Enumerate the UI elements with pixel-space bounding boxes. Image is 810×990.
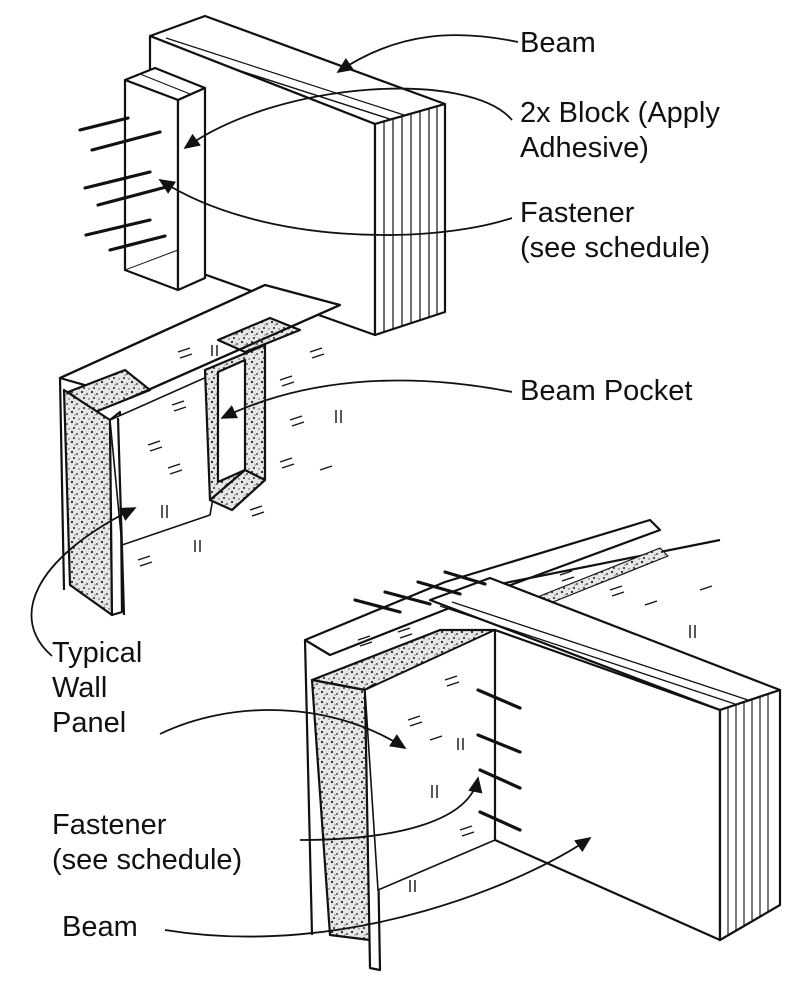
2x-block-label-line1: 2x Block (Apply <box>520 97 720 129</box>
fastener-top-label: Fastener (see schedule) <box>520 196 710 266</box>
beam-pocket-label: Beam Pocket <box>520 375 693 407</box>
beam-top-label: Beam <box>520 27 596 59</box>
arrow-beam-pocket <box>220 379 513 419</box>
arrow-beam-top <box>336 34 519 74</box>
2x-block-label-line2: Adhesive) <box>520 132 649 164</box>
wall-label-line3: Panel <box>52 707 127 739</box>
wall-label-line1: Typical <box>52 637 143 669</box>
fastener-bottom-label: Fastener (see schedule) <box>52 808 242 878</box>
arrow-typical-wall-panel <box>159 709 407 749</box>
fastener-top-label-line2: (see schedule) <box>520 232 711 264</box>
beam-bottom-label: Beam <box>62 911 138 943</box>
bottom-fastener-nails <box>353 570 522 832</box>
middle-panel-texture-marks <box>137 345 342 567</box>
wall-label-line2: Wall <box>52 672 108 704</box>
arrow-2x-block <box>183 87 513 150</box>
arrow-fastener-bottom <box>299 776 483 841</box>
bottom-assembly <box>303 518 782 972</box>
arrow-typical-wall-panel-from-label <box>30 507 137 657</box>
leader-arrows <box>30 34 592 938</box>
top-beam <box>148 14 447 337</box>
arrow-fastener-top <box>158 179 513 236</box>
fastener-top-label-line1: Fastener <box>520 197 635 229</box>
2x-block-label: 2x Block (Apply Adhesive) <box>520 96 720 166</box>
typical-wall-panel-label: Typical Wall Panel <box>52 636 142 741</box>
arrow-beam-bottom <box>164 836 592 938</box>
fastener-bottom-label-line2: (see schedule) <box>52 844 243 876</box>
fastener-bottom-label-line1: Fastener <box>52 809 167 841</box>
top-fastener-nails <box>78 116 172 252</box>
middle-wall-panel <box>58 283 342 617</box>
top-2x-block <box>123 66 207 292</box>
bottom-panel-texture-marks <box>357 570 713 892</box>
